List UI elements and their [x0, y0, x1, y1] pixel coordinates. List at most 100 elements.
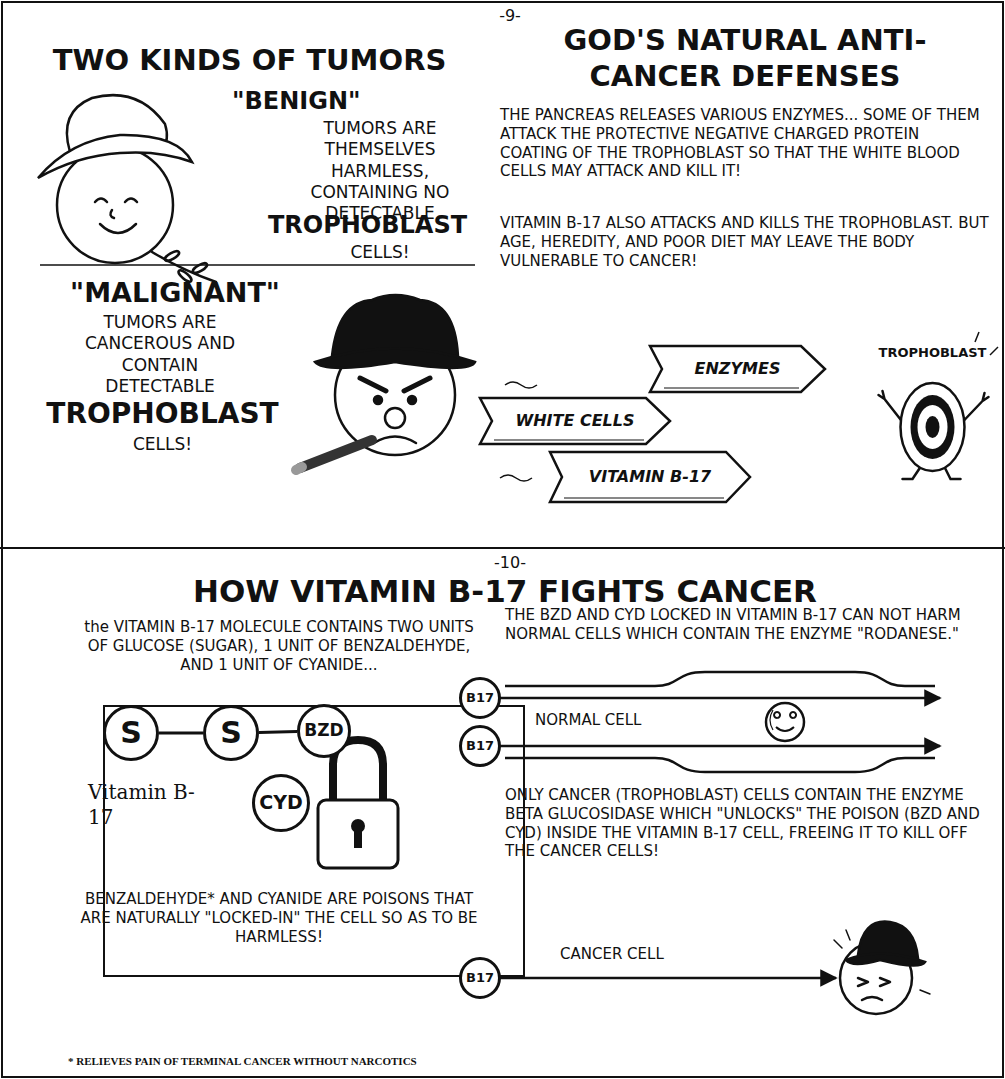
arrow-shape: [650, 346, 825, 392]
art-stroke: [505, 382, 537, 388]
arrow-shape: [480, 398, 670, 444]
glucose-circle: S: [203, 705, 259, 761]
label-slot: -9-: [480, 6, 540, 26]
tumor-keyword: TROPHOBLAST: [255, 210, 480, 240]
section-heading: TWO KINDS OF TUMORS: [22, 42, 477, 78]
body-text: ONLY CANCER (TROPHOBLAST) CELLS CONTAIN …: [505, 786, 985, 861]
node-text: ENZYMES: [695, 359, 781, 379]
label-slot: VITAMIN B-17 ALSO ATTACKS AND KILLS THE …: [500, 214, 990, 270]
tumor-text: CELLS!: [95, 434, 230, 455]
label-slot: BENZALDEHYDE* AND CYANIDE ARE POISONS TH…: [68, 890, 490, 946]
label-slot: "BENIGN": [232, 86, 392, 116]
target-ring: [901, 383, 965, 471]
target-ring: [926, 416, 940, 438]
body-text: VITAMIN B-17 ALSO ATTACKS AND KILLS THE …: [500, 214, 990, 270]
art-stroke: [164, 249, 181, 262]
circle-shape: [461, 679, 500, 718]
molecule-circle: CYD: [252, 774, 310, 832]
bond-line: [159, 732, 203, 735]
art-stroke: [846, 953, 925, 965]
art-stroke: [125, 199, 137, 203]
node-text: Vitamin B-17: [88, 780, 198, 830]
text-slot: the VITAMIN B-17 MOLECULE CONTAINS TWO U…: [78, 618, 480, 674]
node-text: WHITE CELLS: [516, 411, 635, 431]
label-slot: HOW VITAMIN B-17 FIGHTS CANCER: [70, 572, 940, 611]
arrow-shade: [664, 388, 799, 389]
arrow-shade: [494, 440, 644, 441]
art-stroke: [858, 978, 868, 986]
text-slot: S: [203, 705, 259, 761]
art-stroke: [332, 295, 458, 356]
art-stroke: [880, 978, 890, 986]
target-outline: [875, 345, 990, 485]
malignant-face: [296, 295, 475, 470]
label-slot: ONLY CANCER (TROPHOBLAST) CELLS CONTAIN …: [505, 786, 985, 861]
art-stroke: [408, 396, 416, 404]
cell-tube: NORMAL CELL: [505, 672, 935, 772]
tumor-divider: [40, 264, 475, 266]
footnote: * RELIEVES PAIN OF TERMINAL CANCER WITHO…: [68, 1055, 588, 1069]
art-stroke: [360, 378, 386, 391]
box-border: [104, 706, 524, 976]
label-slot: TWO KINDS OF TUMORS: [22, 42, 477, 78]
node-text: B17: [466, 738, 494, 754]
lock-symbol: [318, 740, 398, 868]
body-text: THE BZD AND CYD LOCKED IN VITAMIN B-17 C…: [505, 606, 985, 644]
text-slot: ENZYMES: [650, 346, 825, 392]
text-slot: B17: [459, 677, 501, 719]
bond-line: [259, 730, 297, 734]
target-figure: [879, 383, 989, 479]
tumor-text: CELLS!: [285, 242, 475, 263]
target-ring: [918, 405, 948, 449]
art-stroke: [385, 408, 405, 428]
art-stroke: [374, 437, 416, 444]
circle-shape: [254, 776, 309, 831]
art-stroke: [354, 830, 362, 848]
tumor-name: "MALIGNANT": [40, 276, 310, 310]
text-slot: B17: [459, 725, 501, 767]
circle-shape: [205, 707, 258, 760]
text-slot: VITAMIN B-17: [550, 452, 750, 502]
panel-divider: [0, 547, 1005, 549]
art-stroke: [862, 997, 882, 1000]
node-text: B17: [466, 970, 494, 986]
text-slot: B17: [459, 957, 501, 999]
tumor-text: TUMORS ARE CANCEROUS AND CONTAIN DETECTA…: [75, 312, 245, 397]
art-stroke: [318, 800, 398, 868]
glucose-circle: S: [103, 705, 159, 761]
body-text: BENZALDEHYDE* AND CYANIDE ARE POISONS TH…: [68, 890, 490, 946]
node-text: CYD: [259, 791, 302, 815]
label-slot: THE BZD AND CYD LOCKED IN VITAMIN B-17 C…: [505, 606, 985, 644]
label-slot: CANCER CELL: [560, 945, 760, 964]
art-stroke: [95, 199, 107, 203]
art-stroke: [315, 349, 475, 369]
node-text: NORMAL CELL: [535, 711, 705, 730]
art-stroke: [500, 745, 940, 748]
art-stroke: [374, 396, 382, 404]
page-number: -10-: [475, 553, 545, 573]
molecule-circle: BZD: [297, 704, 351, 758]
node-text: B17: [466, 690, 494, 706]
arrow-shape: [550, 452, 750, 502]
body-text: THE PANCREAS RELEASES VARIOUS ENZYMES...…: [500, 106, 990, 181]
label-slot: -10-: [475, 553, 545, 573]
art-stroke: [975, 332, 979, 342]
arrow-shade: [564, 498, 724, 499]
art-stroke: [57, 147, 173, 263]
target-node: TROPHOBLAST: [875, 345, 990, 485]
art-stroke: [110, 210, 114, 218]
benign-face: [38, 95, 216, 283]
tumor-keyword: TROPHOBLAST: [30, 396, 295, 431]
label-slot: * RELIEVES PAIN OF TERMINAL CANCER WITHO…: [68, 1055, 588, 1069]
label-slot: CELLS!: [95, 434, 230, 455]
node-text: S: [120, 714, 142, 752]
section-heading: GOD'S NATURAL ANTI-CANCER DEFENSES: [505, 22, 985, 95]
art-stroke: [990, 347, 998, 355]
label-slot: TROPHOBLAST: [30, 396, 295, 431]
arrow-node: WHITE CELLS: [480, 398, 670, 444]
arrow-node: ENZYMES: [650, 346, 825, 392]
target-ring: [911, 395, 955, 459]
art-stroke: [500, 697, 940, 700]
